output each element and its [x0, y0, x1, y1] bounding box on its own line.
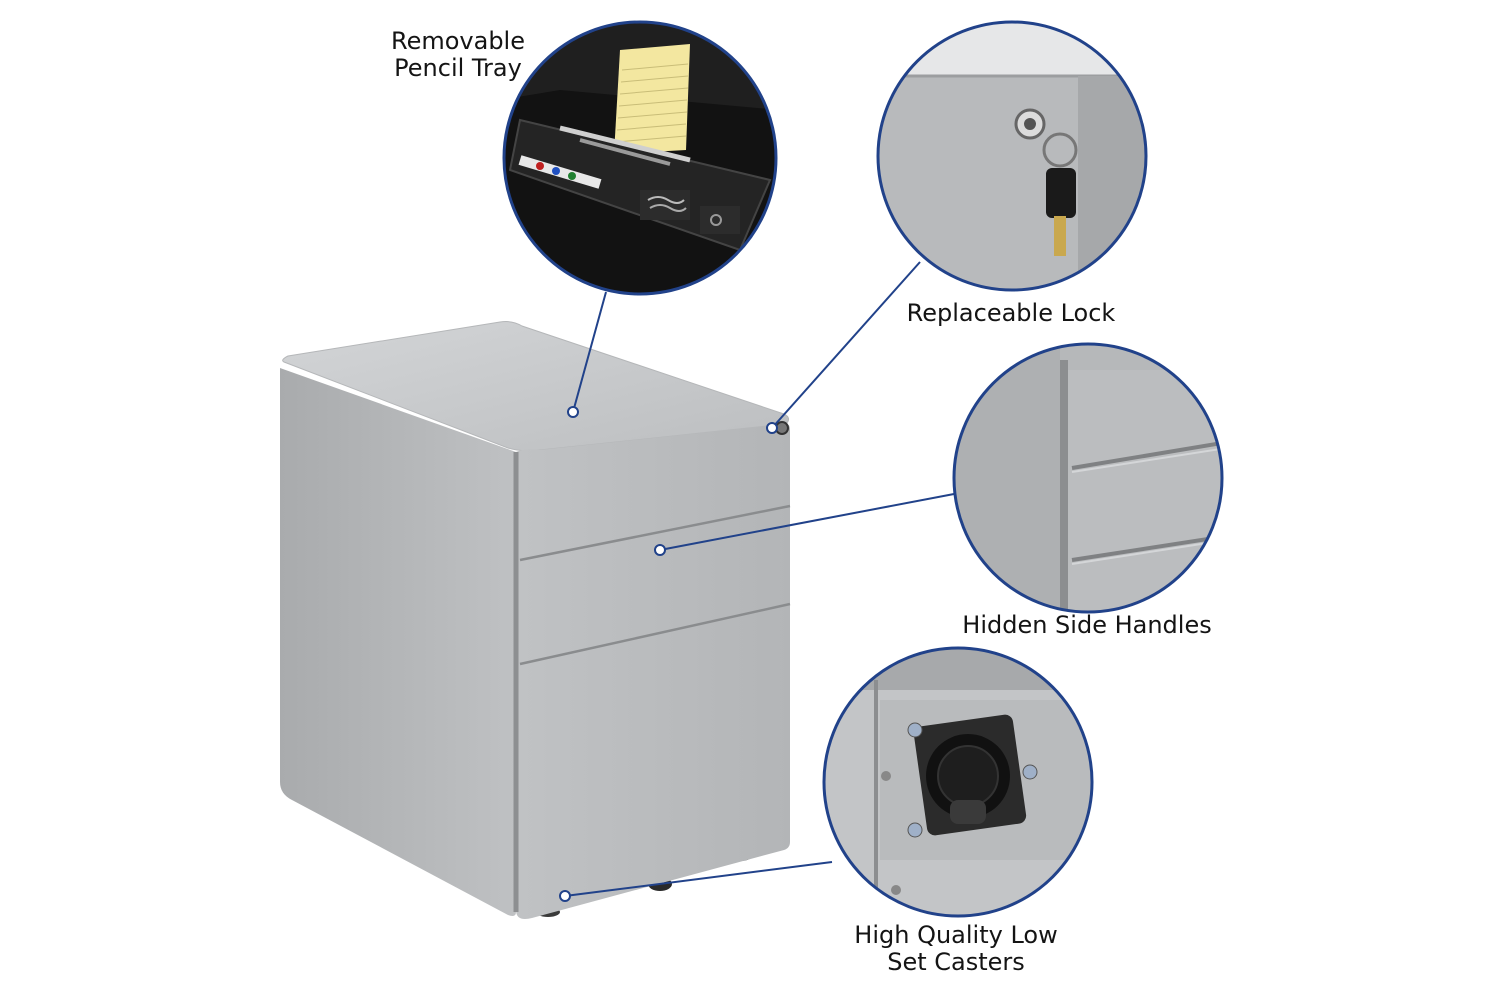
callout-label-casters: High Quality Low Set Casters — [838, 922, 1074, 976]
callout-label-side-handles: Hidden Side Handles — [944, 612, 1230, 639]
connector-lines — [564, 261, 955, 897]
dot-lock — [766, 422, 778, 434]
drawer-seam — [519, 602, 791, 666]
connector-casters — [564, 861, 833, 897]
callout-lock-line1: Replaceable Lock — [906, 299, 1116, 327]
dot-casters — [559, 890, 571, 902]
callout-casters-line1: High Quality Low — [854, 921, 1058, 949]
callout-tray-line2: Pencil Tray — [394, 54, 522, 82]
key-blade — [1054, 216, 1066, 256]
callout-label-pencil-tray: Removable Pencil Tray — [378, 28, 538, 82]
callout-casters-line2: Set Casters — [887, 948, 1025, 976]
notepad — [614, 44, 690, 154]
pencil-tray-icon — [502, 20, 778, 296]
marker — [518, 155, 602, 189]
key-lock-icon — [876, 20, 1148, 292]
drawer-seam — [519, 504, 791, 562]
cabinet-front — [516, 424, 790, 919]
pen — [559, 125, 691, 163]
connector-lock — [771, 261, 921, 429]
side-handle-icon — [952, 342, 1224, 614]
cabinet-side — [280, 368, 516, 916]
connector-tray — [572, 291, 607, 413]
callout-label-lock: Replaceable Lock — [888, 300, 1134, 327]
filing-cabinet — [280, 321, 791, 919]
pen — [579, 138, 671, 166]
callout-handles-line1: Hidden Side Handles — [962, 611, 1212, 639]
dot-tray — [567, 406, 579, 418]
callout-tray-line1: Removable — [390, 27, 525, 55]
dot-handles — [654, 544, 666, 556]
connector-handles — [659, 493, 955, 551]
caster-wheel-icon — [822, 646, 1094, 918]
key-head — [1046, 168, 1076, 218]
connector-dots — [559, 406, 778, 902]
